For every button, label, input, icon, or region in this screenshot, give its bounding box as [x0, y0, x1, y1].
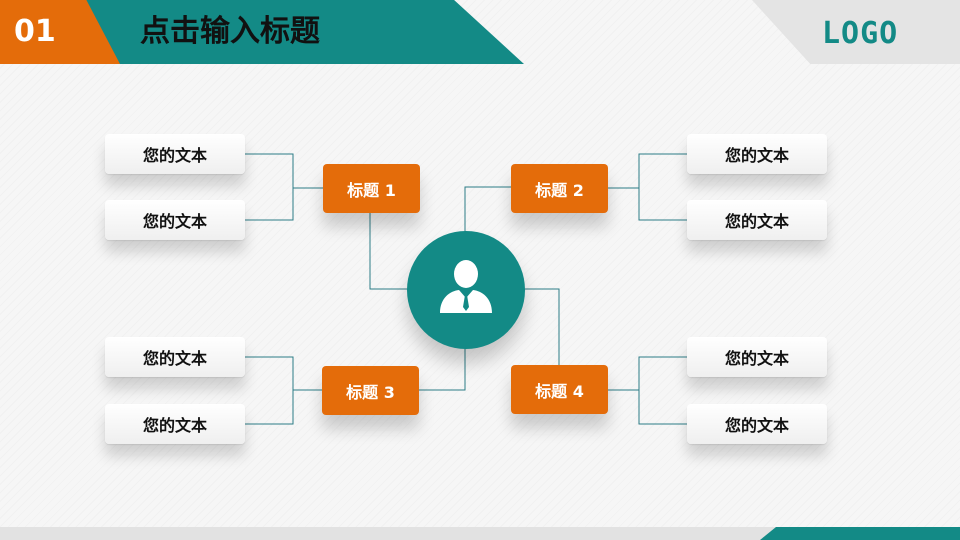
text-box-right-1[interactable]: 您的文本 — [687, 134, 827, 174]
footer-band — [0, 527, 960, 540]
link-title4-hub — [522, 288, 560, 365]
text-box-left-1[interactable]: 您的文本 — [105, 134, 245, 174]
title-box-1[interactable]: 标题 1 — [323, 164, 420, 213]
link-title1-hub — [369, 213, 409, 290]
bracket-left-top — [245, 153, 294, 221]
title-box-3[interactable]: 标题 3 — [322, 366, 419, 415]
page-title[interactable]: 点击输入标题 — [140, 14, 320, 49]
person-icon — [440, 260, 492, 313]
bracket-right-bottom — [638, 356, 688, 425]
bracket-left-bottom — [245, 356, 294, 425]
bracket-right-top — [638, 153, 688, 221]
link-title3-hub — [419, 347, 466, 391]
link-title2-hub — [464, 186, 511, 233]
header-title-band — [58, 0, 524, 64]
text-box-left-4[interactable]: 您的文本 — [105, 404, 245, 444]
text-box-left-2[interactable]: 您的文本 — [105, 200, 245, 240]
text-box-right-3[interactable]: 您的文本 — [687, 337, 827, 377]
text-box-right-4[interactable]: 您的文本 — [687, 404, 827, 444]
footer-accent — [760, 527, 960, 540]
center-hub[interactable] — [407, 231, 525, 349]
logo: LOGO — [822, 16, 899, 51]
text-box-right-2[interactable]: 您的文本 — [687, 200, 827, 240]
title-box-4[interactable]: 标题 4 — [511, 365, 608, 414]
text-box-left-3[interactable]: 您的文本 — [105, 337, 245, 377]
title-box-2[interactable]: 标题 2 — [511, 164, 608, 213]
section-number: 01 — [14, 14, 56, 49]
